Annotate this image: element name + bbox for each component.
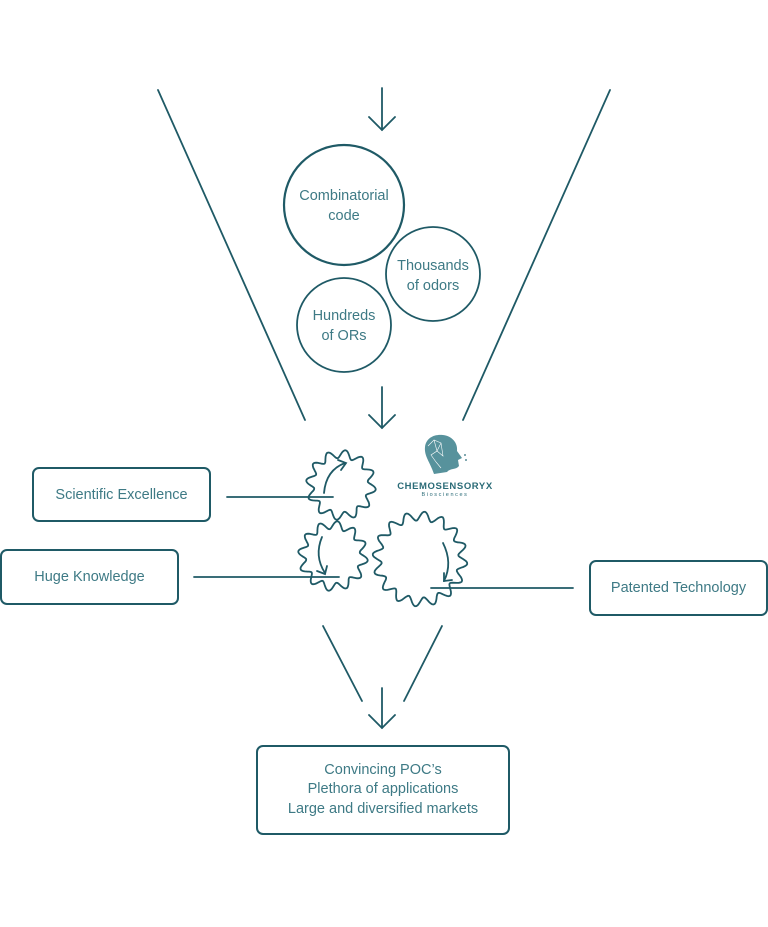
result-box: Convincing POC’s Plethora of application… bbox=[256, 745, 510, 835]
patented-technology-box: Patented Technology bbox=[589, 560, 768, 616]
logo-name: CHEMOSENSORYX bbox=[397, 481, 493, 492]
funnel-left-line bbox=[157, 89, 306, 421]
box-label: Scientific Excellence bbox=[55, 486, 188, 503]
circle-label-thousands: Thousands of odors bbox=[386, 257, 480, 296]
arrow-down-icon bbox=[368, 386, 396, 430]
gear-icon-right bbox=[371, 510, 469, 608]
rotate-arrow-icon bbox=[316, 536, 328, 576]
gear-icon-top bbox=[305, 449, 377, 521]
scientific-excellence-box: Scientific Excellence bbox=[32, 467, 211, 522]
circle-line: of odors bbox=[406, 277, 460, 294]
circle-line: Thousands bbox=[397, 258, 469, 274]
head-network-icon bbox=[424, 434, 467, 474]
circle-line: code bbox=[328, 207, 360, 224]
result-line: Convincing POC’s bbox=[324, 761, 442, 778]
logo-subtitle: Biosciences bbox=[421, 492, 469, 498]
result-line: Large and diversified markets bbox=[287, 800, 479, 817]
circle-line: of ORs bbox=[321, 327, 367, 344]
result-line: Plethora of applications bbox=[307, 781, 459, 798]
circle-line: Combinatorial bbox=[299, 188, 389, 204]
company-logo: CHEMOSENSORYX Biosciences bbox=[386, 481, 504, 498]
funnel-bottom-left-line bbox=[322, 625, 363, 702]
circle-thousands bbox=[385, 226, 481, 322]
circle-hundreds bbox=[296, 277, 392, 373]
huge-knowledge-box: Huge Knowledge bbox=[0, 549, 179, 605]
circle-combinatorial bbox=[282, 143, 406, 267]
rotate-arrow-icon bbox=[442, 542, 453, 583]
box-label: Huge Knowledge bbox=[34, 569, 145, 585]
box-label: Patented Technology bbox=[610, 580, 747, 596]
gear-icon-left bbox=[297, 520, 369, 592]
arrow-down-icon bbox=[368, 87, 396, 132]
arrow-down-icon bbox=[368, 687, 396, 730]
rotate-arrow-icon bbox=[323, 459, 348, 494]
funnel-right-line bbox=[462, 89, 611, 421]
funnel-bottom-right-line bbox=[403, 625, 443, 702]
circle-label-combinatorial: Combinatorial code bbox=[284, 187, 404, 226]
circle-line: Hundreds bbox=[312, 308, 376, 324]
circle-label-hundreds: Hundreds of ORs bbox=[297, 307, 391, 346]
